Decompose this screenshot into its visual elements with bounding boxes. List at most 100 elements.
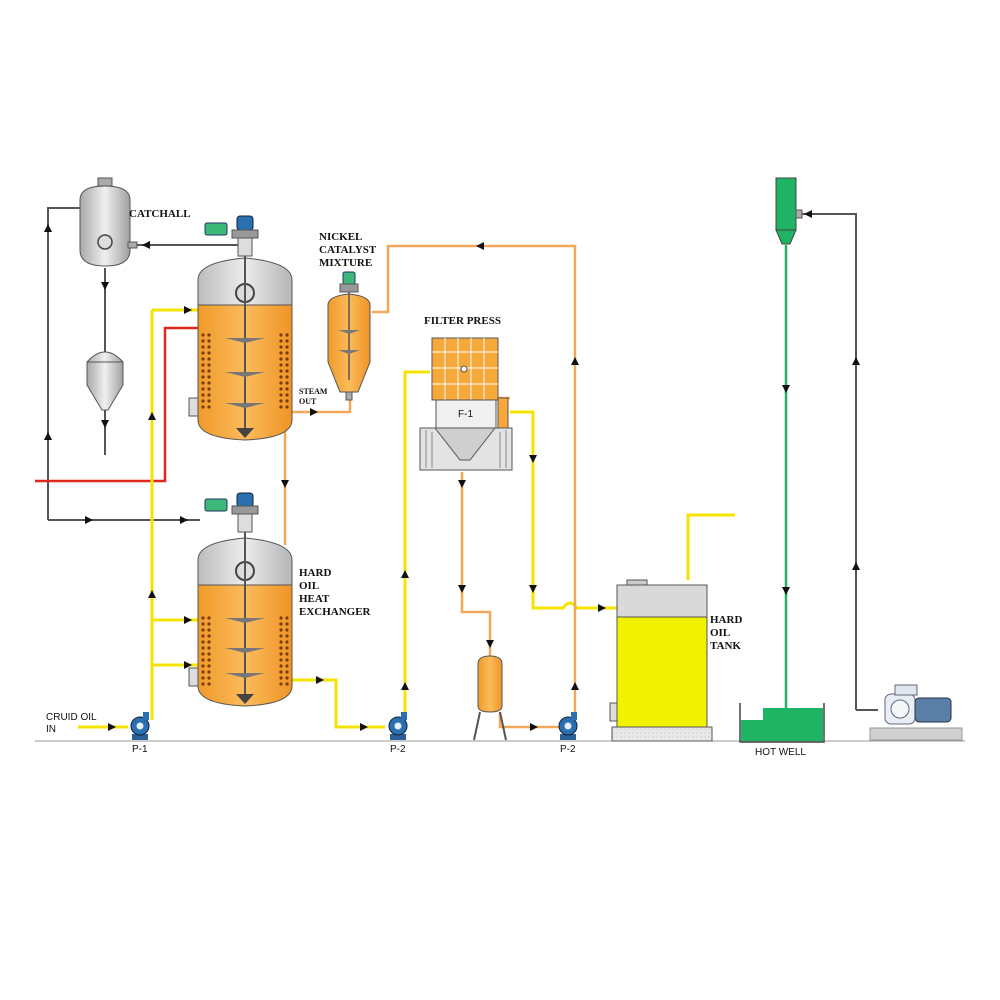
coil-dot [285,357,289,361]
svg-text:OIL: OIL [299,580,319,592]
reactor-vessel-top [188,215,293,441]
coil-dot [207,357,211,361]
filter-press [419,337,513,471]
coil-dot [285,670,289,674]
coil-dot [279,351,283,355]
coil-dot [279,628,283,632]
pump-label: P-2 [390,744,406,755]
coil-dot [201,676,205,680]
coil-dot [285,616,289,620]
coil-dot [201,405,205,409]
svg-text:IN: IN [46,724,56,735]
coil-dot [207,622,211,626]
hard-oil-tank-label: HARD OIL TANK [710,614,742,652]
coil-dot [201,333,205,337]
nickel-catalyst-label: NICKEL CATALYST MIXTURE [319,231,377,269]
coil-dot [279,652,283,656]
coil-dot [207,381,211,385]
coil-dot [285,363,289,367]
coil-dot [207,652,211,656]
pump-3: P-2 [558,712,578,755]
svg-text:STEAM: STEAM [299,387,328,396]
coil-dot [201,652,205,656]
coil-dot [207,393,211,397]
coil-dot [207,640,211,644]
svg-text:CRUID OIL: CRUID OIL [46,712,97,723]
coil-dot [207,369,211,373]
pump-1: P-1 [130,712,150,755]
coil-dot [201,351,205,355]
coil-dot [285,333,289,337]
coil-dot [285,387,289,391]
coil-dot [285,652,289,656]
barometric-condenser [775,177,803,245]
coil-dot [279,345,283,349]
svg-text:CATALYST: CATALYST [319,244,377,256]
nickel-catalyst-vessel [327,271,371,401]
coil-dot [207,628,211,632]
coil-dot [285,393,289,397]
coil-dot [207,676,211,680]
coil-dot [285,375,289,379]
coil-dot [201,670,205,674]
coil-dot [201,658,205,662]
coil-dot [285,628,289,632]
coil-dot [279,399,283,403]
coil-dot [207,345,211,349]
coil-dot [279,676,283,680]
coil-dot [279,646,283,650]
coil-dot [285,345,289,349]
coil-dot [201,634,205,638]
coil-dot [201,399,205,403]
coil-dot [279,339,283,343]
coil-dot [207,670,211,674]
coil-dot [207,375,211,379]
crude-oil-in-label: CRUID OIL IN [46,712,97,735]
coil-dot [201,387,205,391]
coil-dot [207,646,211,650]
coil-dot [279,664,283,668]
coil-dot [201,345,205,349]
coil-dot [285,622,289,626]
vacuum-pump [869,684,963,741]
coil-dot [279,622,283,626]
coil-dot [207,664,211,668]
coil-dot [201,616,205,620]
svg-text:MIXTURE: MIXTURE [319,257,372,269]
coil-dot [279,363,283,367]
coil-dot [285,646,289,650]
coil-dot [279,369,283,373]
coil-dot [207,351,211,355]
svg-text:NICKEL: NICKEL [319,231,362,243]
coil-dot [285,634,289,638]
pump-2: P-2 [388,712,408,755]
coil-dot [201,622,205,626]
coil-dot [285,640,289,644]
coil-dot [207,616,211,620]
svg-text:EXCHANGER: EXCHANGER [299,606,372,618]
coil-dot [201,381,205,385]
coil-dot [201,357,205,361]
svg-text:HARD: HARD [299,567,331,579]
svg-text:TANK: TANK [710,640,741,652]
coil-dot [285,399,289,403]
coil-dot [285,405,289,409]
svg-text:HEAT: HEAT [299,593,330,605]
coil-dot [201,375,205,379]
coil-dot [285,682,289,686]
coil-dot [285,658,289,662]
hard-oil-tank [609,579,713,742]
coil-dot [201,369,205,373]
heat-exchanger-vessel [188,492,293,707]
coil-dot [207,399,211,403]
coil-dot [201,393,205,397]
catchall-label: CATCHALL [129,208,191,220]
coil-dot [201,682,205,686]
steam-in-line [35,326,200,483]
coil-dot [285,369,289,373]
coil-dot [279,634,283,638]
svg-text:OIL: OIL [710,627,730,639]
coil-dot [201,363,205,367]
